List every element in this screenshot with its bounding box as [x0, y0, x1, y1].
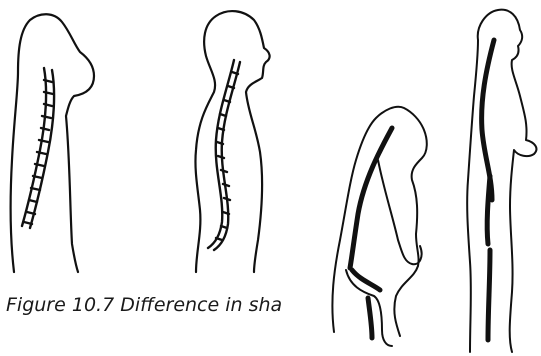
chimp-body-outline [332, 107, 426, 336]
figure-caption: Figure 10.7 Difference in sha [6, 288, 336, 322]
standing-human-outline [467, 10, 536, 352]
human-spine-silhouette [195, 11, 269, 272]
ape-spine [22, 68, 54, 228]
human-body-outline [195, 11, 269, 272]
human-skeleton-posture [467, 10, 536, 352]
human-spine [208, 60, 240, 250]
standing-human-skeleton [482, 40, 494, 340]
chimpanzee-skeleton-posture [332, 107, 426, 346]
ape-body-outline [11, 14, 94, 272]
chimp-arm-outline [378, 160, 422, 264]
ape-spine-silhouette [11, 14, 94, 272]
